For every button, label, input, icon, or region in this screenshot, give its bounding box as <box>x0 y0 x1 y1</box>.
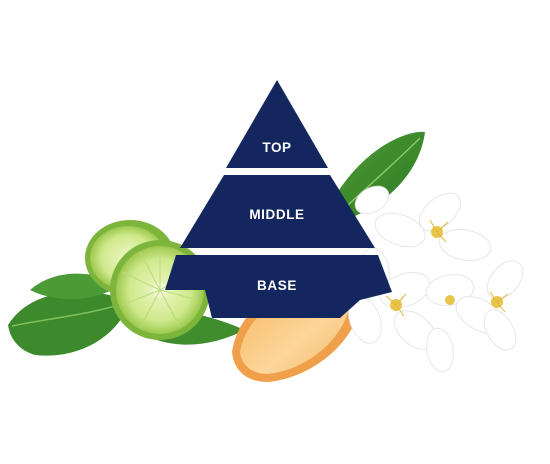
pyramid-tier-base <box>165 255 392 318</box>
tier-label-middle: MIDDLE <box>249 207 304 222</box>
tier-label-top: TOP <box>262 140 291 155</box>
pyramid: TOP MIDDLE BASE <box>165 80 392 318</box>
pyramid-tier-top <box>226 80 328 168</box>
pyramid-tier-middle <box>180 175 375 248</box>
tier-label-base: BASE <box>257 278 297 293</box>
